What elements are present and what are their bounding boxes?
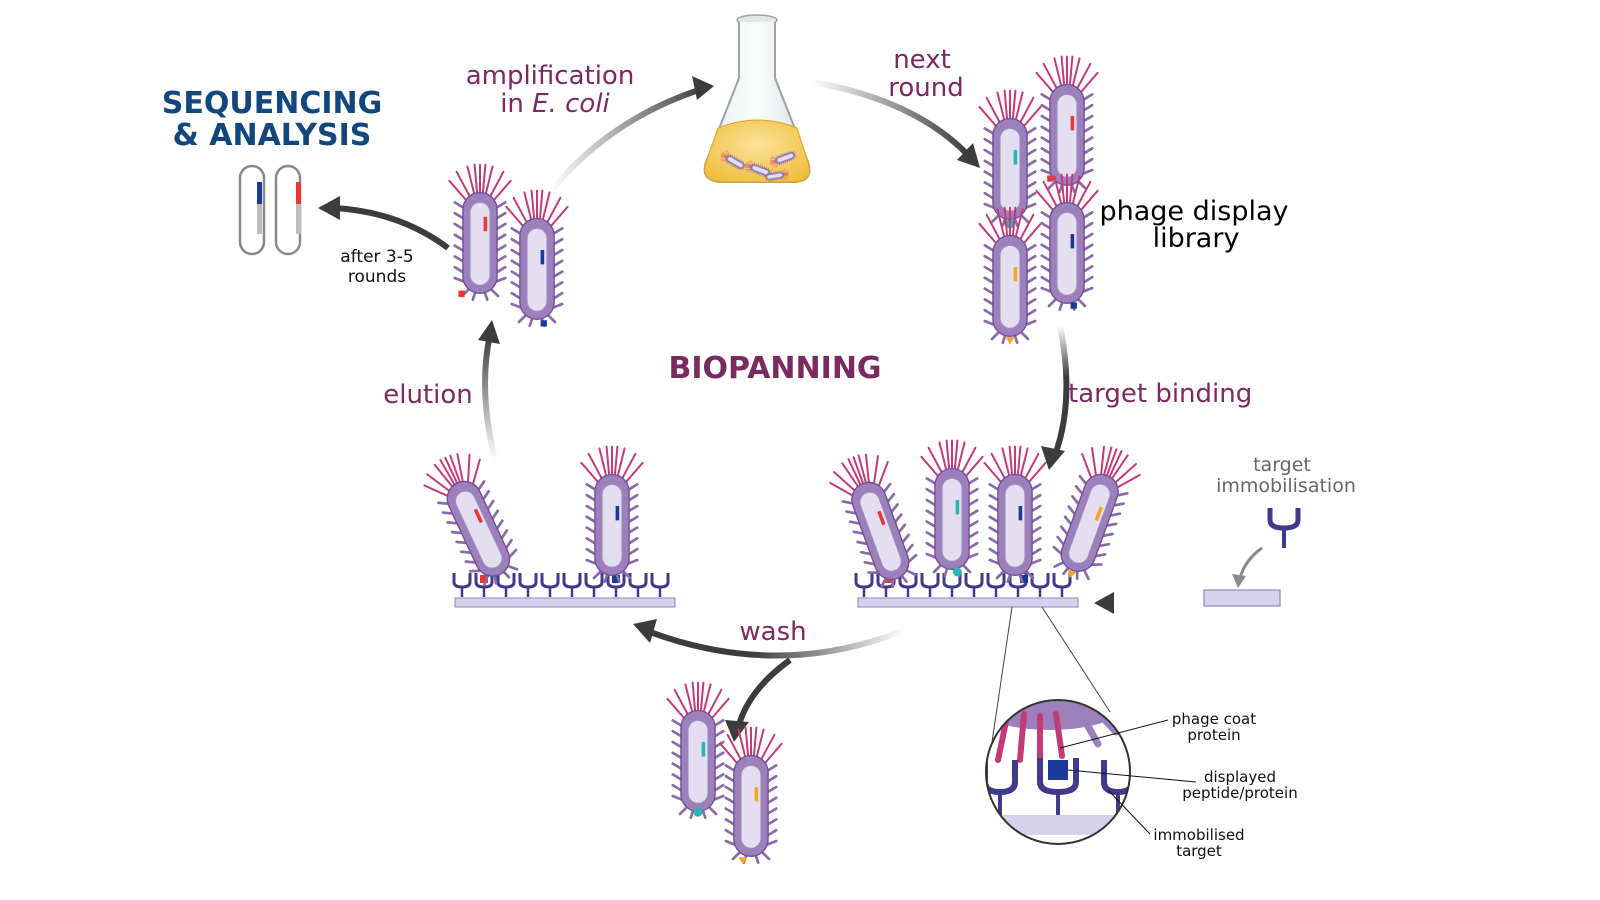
arrowhead-wash <box>633 619 657 643</box>
bound-phage-left-2 <box>580 445 644 583</box>
library-phage-3 <box>978 206 1042 345</box>
label-elution: elution <box>383 380 473 410</box>
target-plate <box>1203 589 1281 607</box>
arrow-elution <box>482 334 498 461</box>
washed-phage-1 <box>666 681 730 819</box>
sequence-capsule-1 <box>238 164 266 256</box>
label-round: round <box>888 73 964 103</box>
target-receptor-icon <box>1267 508 1301 548</box>
arrowhead-sequencing <box>318 196 340 220</box>
eluted-phage-2 <box>505 189 569 327</box>
library-phage-4 <box>1035 173 1099 311</box>
arrowhead-target-binding <box>1041 446 1065 470</box>
label-immobilised: immobilised <box>1153 826 1244 844</box>
sequence-capsule-2 <box>274 164 302 256</box>
label-biopanning: BIOPANNING <box>668 351 881 386</box>
arrow-wash-away <box>735 657 792 729</box>
arrow-next-round <box>811 79 971 158</box>
label-rounds: rounds <box>348 267 406 287</box>
label-sequencing: SEQUENCING <box>162 86 382 121</box>
arrowhead-next-round <box>957 143 980 168</box>
flask-icon <box>703 14 811 184</box>
zoom-inset <box>985 606 1197 845</box>
arrow-target-binding <box>1052 324 1070 457</box>
label-protein: protein <box>1187 726 1240 744</box>
arrowhead-wash-away <box>725 720 749 742</box>
arrowhead-target-immobilisation <box>1232 574 1246 588</box>
arrowhead-amplification <box>692 76 714 100</box>
label-next: next <box>893 45 951 75</box>
label-wash: wash <box>739 617 806 647</box>
library-phage-2 <box>1035 55 1099 193</box>
binding-phage-3 <box>983 445 1047 583</box>
arrow-elution-to-amplification <box>547 85 706 194</box>
arrow-target-immobilisation <box>1238 546 1263 579</box>
washed-phage-2 <box>719 726 783 865</box>
label-amplification: amplification <box>466 61 635 91</box>
binding-phage-1 <box>823 445 930 596</box>
label-target-binding: target binding <box>1068 379 1252 409</box>
arrowhead-elution <box>478 320 500 344</box>
label-library: library <box>1153 223 1240 254</box>
surface-after-wash <box>452 571 676 608</box>
arrowhead-immobilise <box>1094 592 1114 614</box>
label-analysis: & ANALYSIS <box>173 118 372 153</box>
binding-phage-4 <box>1040 437 1147 588</box>
bound-phage-left-1 <box>416 443 532 595</box>
label-phage-display: phage display <box>1100 196 1289 227</box>
label-immobilised-target: target <box>1176 842 1222 860</box>
label-peptide-protein: peptide/protein <box>1182 784 1297 802</box>
label-target: target <box>1253 454 1311 476</box>
label-phage-coat: phage coat <box>1172 710 1256 728</box>
label-immobilisation: immobilisation <box>1216 475 1356 497</box>
label-in-e-coli: in E. coli <box>500 89 610 119</box>
label-e-coli: E. coli <box>532 89 610 119</box>
label-in: in <box>500 89 532 119</box>
binding-phage-2 <box>920 439 984 577</box>
eluted-phage-1 <box>448 163 512 301</box>
label-after-rounds: after 3-5 <box>340 247 413 267</box>
arrow-sequencing <box>334 205 450 251</box>
label-displayed: displayed <box>1204 768 1276 786</box>
arrow-wash <box>648 627 907 659</box>
